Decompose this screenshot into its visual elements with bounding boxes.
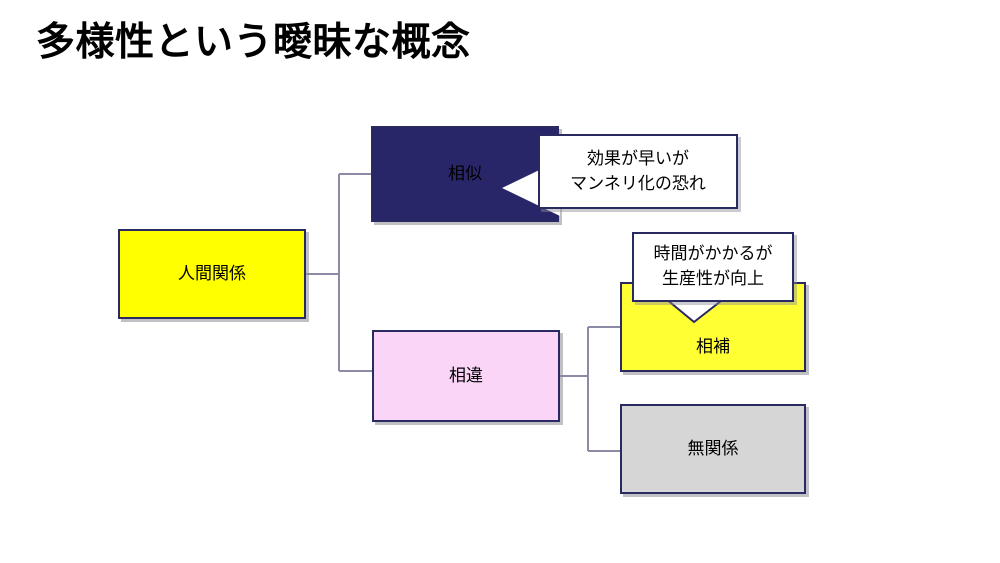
node-label: 相補 xyxy=(696,336,730,356)
callout-text: 時間がかかるが 生産性が向上 xyxy=(654,242,773,291)
callout-line-1: 時間がかかるが xyxy=(653,244,773,264)
node-soi[interactable]: 相違 xyxy=(372,330,560,422)
node-label: 相似 xyxy=(448,163,482,183)
node-label: 相違 xyxy=(449,365,483,385)
node-label: 無関係 xyxy=(687,438,739,458)
callout-line-1: 効果が早いが xyxy=(586,148,689,168)
node-soji[interactable]: 相似 xyxy=(371,126,559,222)
node-ningen-kankei[interactable]: 人間関係 xyxy=(118,229,306,319)
node-label: 人間関係 xyxy=(178,263,246,283)
page-title: 多様性という曖昧な概念 xyxy=(36,21,471,64)
node-mukankei[interactable]: 無関係 xyxy=(620,404,806,494)
callout-line-2: マンネリ化の恐れ xyxy=(570,173,706,193)
callout-text: 効果が早いが マンネリ化の恐れ xyxy=(570,147,706,196)
callout-soji[interactable]: 効果が早いが マンネリ化の恐れ xyxy=(538,134,738,209)
callout-soho[interactable]: 時間がかかるが 生産性が向上 xyxy=(632,232,794,302)
callout-line-2: 生産性が向上 xyxy=(662,269,764,288)
